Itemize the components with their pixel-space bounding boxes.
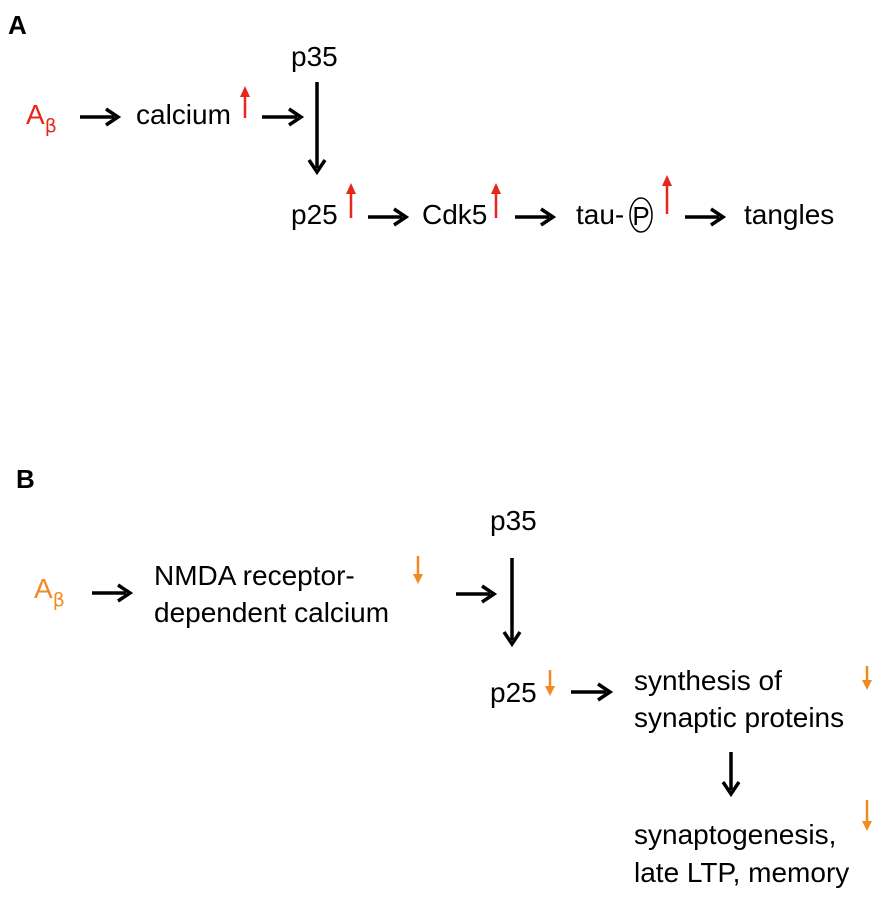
- panel-a-tangles: tangles: [744, 199, 834, 230]
- panel-a-arrow-p25-cdk5: [368, 207, 410, 227]
- panel-a-tau-phospho-increase-icon: [662, 175, 672, 214]
- panel-a-arrow-p35-p25: [307, 82, 327, 176]
- panel-a-abeta-subscript: β: [45, 115, 57, 137]
- panel-a-cdk5: Cdk5: [422, 199, 487, 230]
- panel-b-nmda-line2: dependent calcium: [154, 597, 389, 628]
- panel-b-synthesis-decrease-icon: [862, 666, 872, 690]
- panel-a-arrow-abeta-calcium: [80, 107, 122, 127]
- panel-b-nmda-decrease-icon: [413, 556, 423, 584]
- panel-b-abeta-main: A: [34, 573, 53, 604]
- panel-b-p25: p25: [490, 677, 537, 708]
- panel-a-cdk5-increase-icon: [491, 183, 501, 218]
- panel-a-label: A: [8, 10, 27, 40]
- panel-a-arrow-tau-tangles: [685, 207, 727, 227]
- panel-a-tau: tau-: [576, 199, 624, 230]
- panel-b-arrow-p25-synthesis: [571, 682, 614, 702]
- panel-b-nmda-line1: NMDA receptor-: [154, 560, 355, 591]
- panel-b-arrow-p35-p25: [502, 558, 522, 648]
- panel-a-p25-increase-icon: [346, 183, 356, 218]
- panel-b-p25-decrease-icon: [545, 670, 555, 696]
- panel-b-abeta: Aβ: [34, 573, 65, 611]
- panel-a-arrow-cdk5-tau: [515, 207, 557, 227]
- panel-a-arrow-calcium-merge: [262, 107, 305, 127]
- panel-a-calcium: calcium: [136, 99, 231, 130]
- panel-b-outcome-line2: late LTP, memory: [634, 857, 849, 888]
- panel-a-p35: p35: [291, 41, 338, 72]
- panel-b-p35: p35: [490, 505, 537, 536]
- panel-b-synthesis-line2: synaptic proteins: [634, 702, 844, 733]
- panel-b-outcome-decrease-icon: [862, 800, 872, 831]
- panel-b-arrow-abeta-nmda: [92, 583, 134, 603]
- panel-b-arrow-synthesis-outcome: [721, 752, 741, 798]
- panel-a-phospho-badge: P: [629, 197, 653, 233]
- panel-b-synthesis-line1: synthesis of: [634, 665, 782, 696]
- panel-a-abeta-main: A: [26, 99, 45, 130]
- panel-b-abeta-subscript: β: [53, 589, 65, 611]
- panel-a-calcium-increase-icon: [240, 86, 250, 118]
- panel-b-outcome-line1: synaptogenesis,: [634, 819, 836, 850]
- panel-b-arrow-nmda-merge: [456, 584, 498, 604]
- panel-a-p25: p25: [291, 199, 338, 230]
- panel-a-phospho-label: P: [632, 201, 649, 231]
- panel-a-abeta: Aβ: [26, 99, 57, 137]
- panel-b-label: B: [16, 464, 35, 494]
